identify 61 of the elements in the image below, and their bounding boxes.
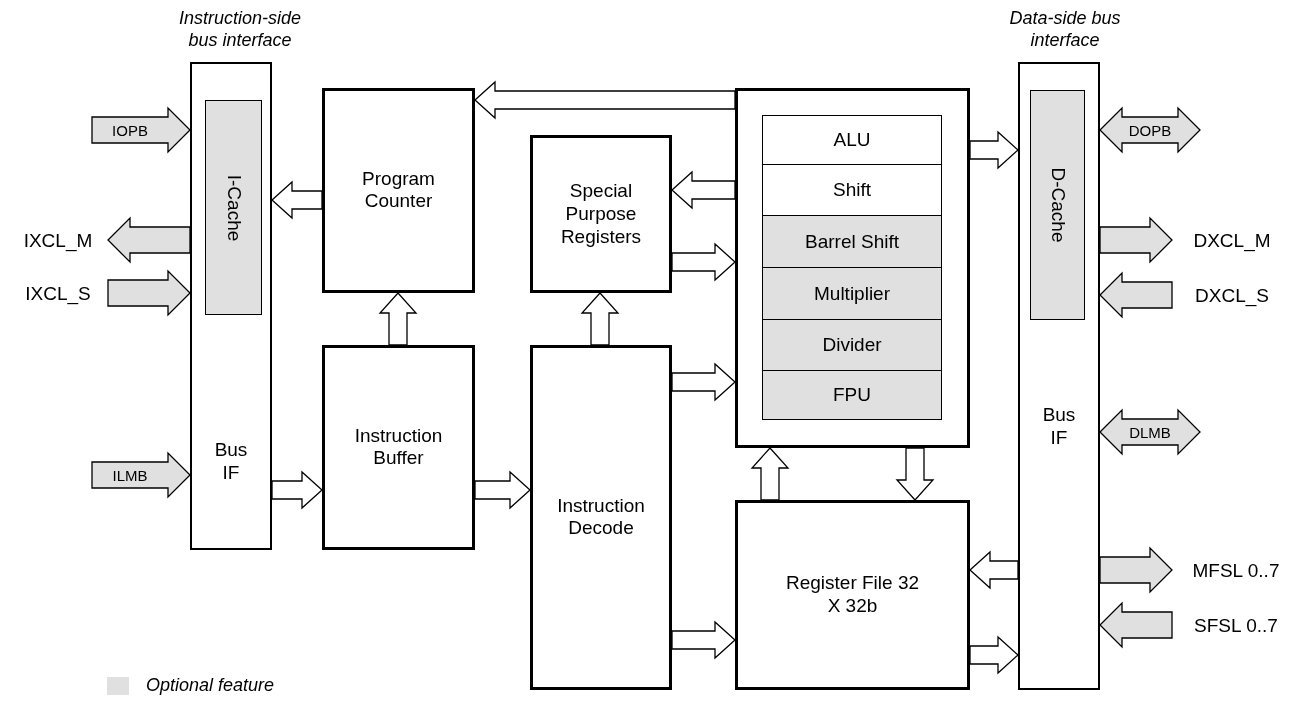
block-arrow [474,470,531,510]
unit-label: Multiplier [813,282,891,305]
block-arrow [107,216,191,264]
block-arrow [474,80,736,120]
unit-label: IXCL_M [22,229,94,253]
register-file-box [735,500,970,690]
cache-box [1030,90,1085,320]
block-arrow [1099,216,1173,264]
bus-interface-box [1018,62,1100,690]
unit-label: DXCL_M [1192,229,1272,253]
block-arrow [271,470,323,510]
unit-label: Instruction Buffer [353,424,444,471]
block-arrow [671,170,736,210]
block-arrow [671,362,736,402]
unit-label: DXCL_S [1194,284,1270,308]
bus-interface-box [190,62,272,550]
unit-label: Bus IF [1041,404,1077,450]
unit-box [762,370,942,420]
unit-label: Shift [832,178,872,202]
block-arrow [378,292,418,346]
unit-box [762,267,942,320]
unit-box [530,345,672,690]
section-heading: Instruction-side bus interface [177,8,303,52]
block-arrow [271,180,323,220]
unit-label: Program Counter [361,167,436,214]
block-arrow [671,242,736,282]
block-arrow [895,447,935,501]
legend-label: Optional feature [146,675,275,697]
unit-box [322,345,475,550]
unit-label: I-Cache [222,174,245,241]
unit-label: D-Cache [1046,167,1069,243]
unit-label: Register File 32 X 32b [784,572,921,618]
unit-label: ALU [832,128,872,152]
unit-label: IXCL_S [24,282,92,306]
unit-label: Instruction Decode [556,494,646,541]
unit-box [762,164,942,216]
unit-box [762,215,942,268]
unit-box [762,115,942,165]
block-arrow [969,130,1019,170]
block-arrow [969,550,1019,590]
block-arrow [1099,601,1173,649]
unit-box [322,88,475,293]
block-arrow [969,635,1019,675]
unit-label: Barrel Shift [804,230,900,253]
block-arrow [107,269,191,317]
block-arrow [1099,271,1173,319]
execution-unit-box [735,88,970,448]
cache-box [205,100,262,315]
unit-label: Bus IF [213,439,249,485]
block-arrow [671,620,736,660]
unit-label: SFSL 0..7 [1193,614,1279,638]
unit-box [530,135,672,293]
unit-label: MFSL 0..7 [1191,559,1281,583]
section-heading: Data-side bus interface [1008,8,1122,52]
block-arrow [750,447,790,501]
unit-label: FPU [832,383,872,407]
block-arrow [1099,546,1173,594]
unit-box [762,319,942,371]
unit-label: Divider [821,333,883,357]
unit-label: Special Purpose Registers [559,179,643,249]
block-arrow [580,292,620,346]
